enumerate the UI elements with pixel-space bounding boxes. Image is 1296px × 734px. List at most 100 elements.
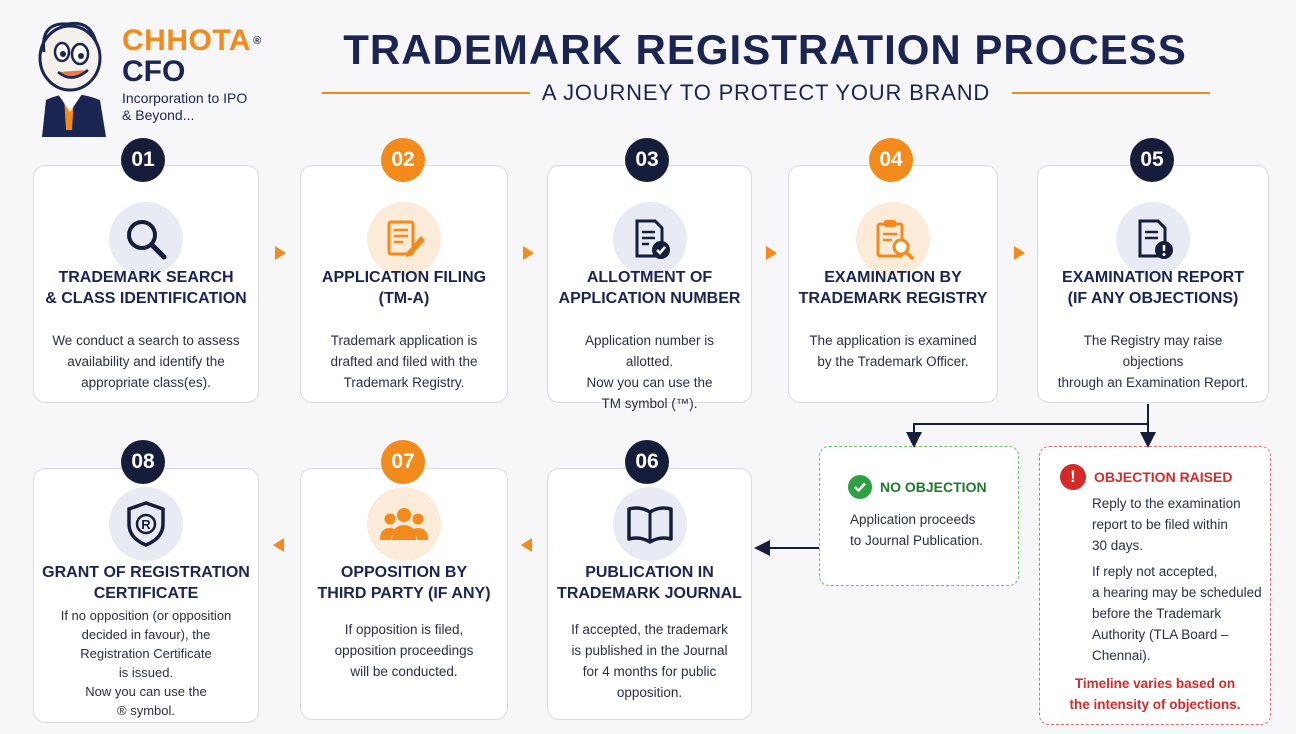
svg-text:R: R <box>141 517 151 532</box>
step-desc-line: Now you can use the <box>586 375 713 390</box>
objection-title: OBJECTION RAISED <box>1094 469 1233 485</box>
step-desc-line: opposition proceedings <box>334 643 474 658</box>
objection-text-line: If reply not accepted, <box>1092 564 1218 579</box>
step-card-02: APPLICATION FILING (TM-A) Trademark appli… <box>300 165 508 403</box>
mascot-icon <box>38 21 106 137</box>
objection-raised-box: ! OBJECTION RAISED Reply to the examinat… <box>1039 446 1271 725</box>
step-desc-line: Application number is allotted. <box>584 333 715 369</box>
subtitle-row: A JOURNEY TO PROTECT YOUR BRAND <box>322 80 1210 106</box>
flow-arrow-right-icon <box>766 246 777 260</box>
step-desc-line: Registration Certificate <box>80 646 212 661</box>
step-card-06: PUBLICATION IN TRADEMARK JOURNAL If accep… <box>547 468 752 720</box>
step-card-08: R GRANT OF REGISTRATION CERTIFICATE If no… <box>33 468 259 723</box>
check-circle-icon <box>848 475 872 499</box>
flow-arrow-right-icon <box>523 246 534 260</box>
step-desc-line: Trademark application is <box>330 333 478 348</box>
step-desc-line: is published in the Journal <box>571 643 728 658</box>
no-objection-desc-line: to Journal Publication. <box>850 533 983 548</box>
objection-text-line: before the Trademark <box>1092 606 1222 621</box>
brand-logo: CHHOTA® CFO Incorporation to IPO & Beyon… <box>30 12 270 137</box>
step-desc-line: is issued. <box>118 665 174 680</box>
step-desc-line: Now you can use the <box>85 684 207 699</box>
step-desc-line: If opposition is filed, <box>344 622 464 637</box>
step-card-01: TRADEMARK SEARCH & CLASS IDENTIFICATION W… <box>33 165 259 403</box>
step-title-line1: GRANT OF REGISTRATION <box>42 564 250 581</box>
document-check-icon <box>612 202 687 276</box>
step-title-line2: THIRD PARTY (IF ANY) <box>317 585 491 602</box>
no-objection-title: NO OBJECTION <box>880 479 987 495</box>
magnifier-icon <box>109 202 183 276</box>
step-title-line1: OPPOSITION BY <box>340 564 468 581</box>
step-desc-line: appropriate class(es). <box>81 375 211 390</box>
step-desc-line: We conduct a search to assess <box>52 333 240 348</box>
step-title-line2: (TM-A) <box>378 290 430 307</box>
step-badge-05: 05 <box>1130 138 1174 182</box>
step-desc-line: decided in favour), the <box>81 627 211 642</box>
page-title: TRADEMARK REGISTRATION PROCESS <box>343 26 1187 73</box>
step-desc-line: opposition. <box>616 685 683 700</box>
step-desc-line: If no opposition (or opposition <box>60 608 232 623</box>
step-badge-01: 01 <box>121 138 165 182</box>
objection-text-line: a hearing may be scheduled <box>1092 585 1262 600</box>
step-desc-line: drafted and filed with the <box>330 354 478 369</box>
objection-text-line: 30 days. <box>1092 538 1144 553</box>
brand-name-top: CHHOTA <box>122 24 252 57</box>
brand-tagline-1: Incorporation to IPO <box>122 90 248 106</box>
step-title-line1: APPLICATION FILING <box>321 269 487 286</box>
step-desc-line: will be conducted. <box>350 664 458 679</box>
step-badge-06: 06 <box>625 440 669 484</box>
clipboard-search-icon <box>856 202 930 276</box>
objection-note-line: the intensity of objections. <box>1069 697 1241 712</box>
objection-text-line: Chennai). <box>1092 648 1151 663</box>
open-book-icon <box>612 487 687 561</box>
step-title-line1: TRADEMARK SEARCH <box>58 269 234 286</box>
step-title-line1: PUBLICATION IN <box>585 564 714 581</box>
objection-text-line: Authority (TLA Board – <box>1092 627 1229 642</box>
step-title-line1: EXAMINATION REPORT <box>1062 269 1244 286</box>
document-edit-icon <box>367 202 441 276</box>
brand-name-bottom: CFO <box>122 55 186 88</box>
flow-arrow-right-icon <box>1014 246 1025 260</box>
step-badge-04: 04 <box>869 138 913 182</box>
step-desc-line: by the Trademark Officer. <box>817 354 969 369</box>
brand-tagline-2: & Beyond... <box>122 107 195 123</box>
step-title-line2: TRADEMARK REGISTRY <box>798 290 988 307</box>
registered-mark: ® <box>253 35 262 47</box>
step-desc-line: through an Examination Report. <box>1057 375 1249 390</box>
step-card-04: EXAMINATION BY TRADEMARK REGISTRY The app… <box>788 165 998 403</box>
step-desc-line: for 4 months for public <box>582 664 717 679</box>
step-title-line2: TRADEMARK JOURNAL <box>557 585 742 602</box>
step-title-line1: ALLOTMENT OF <box>586 269 713 286</box>
step-badge-03: 03 <box>625 138 669 182</box>
step-desc-line: availability and identify the <box>67 354 225 369</box>
step-card-05: EXAMINATION REPORT (IF ANY OBJECTIONS) Th… <box>1037 165 1269 403</box>
step-title-line2: CERTIFICATE <box>93 585 199 602</box>
step-title-line1: EXAMINATION BY <box>824 269 962 286</box>
document-alert-icon <box>1116 202 1190 276</box>
step-card-07: OPPOSITION BY THIRD PARTY (IF ANY) If opp… <box>300 468 508 720</box>
objection-text-line: report to be filed within <box>1092 517 1228 532</box>
subtitle-divider-left <box>322 92 530 94</box>
exclamation-circle-icon: ! <box>1060 464 1086 490</box>
subtitle-divider-right <box>1012 92 1210 94</box>
page-subtitle: A JOURNEY TO PROTECT YOUR BRAND <box>541 80 991 105</box>
flow-arrow-right-icon <box>275 246 286 260</box>
step-badge-07: 07 <box>381 440 425 484</box>
flow-arrow-left-icon <box>521 538 532 552</box>
objection-note-line: Timeline varies based on <box>1074 676 1236 691</box>
step-desc-line: Trademark Registry. <box>343 375 465 390</box>
step-desc-line: ® symbol. <box>117 703 175 718</box>
people-group-icon <box>367 487 441 561</box>
step-desc-line: The Registry may raise objections <box>1083 333 1223 369</box>
step-badge-08: 08 <box>121 440 165 484</box>
objection-text-line: Reply to the examination <box>1092 496 1241 511</box>
flow-arrow-left-icon <box>273 538 284 552</box>
step-desc-line: The application is examined <box>809 333 977 348</box>
step-desc-line: If accepted, the trademark <box>571 622 728 637</box>
step-title-line2: & CLASS IDENTIFICATION <box>45 290 247 307</box>
step-badge-02: 02 <box>381 138 425 182</box>
step-title-line2: (IF ANY OBJECTIONS) <box>1067 290 1239 307</box>
